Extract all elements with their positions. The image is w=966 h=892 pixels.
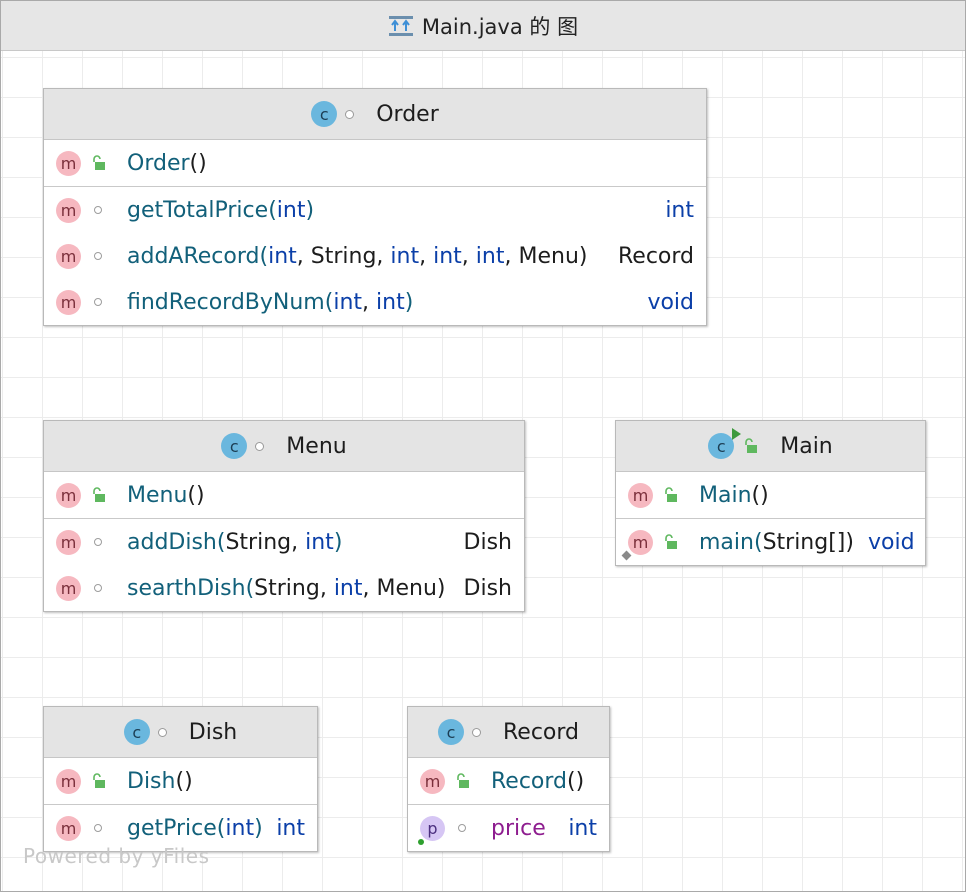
public-lock-icon [742, 438, 758, 454]
return-type: int [276, 815, 305, 841]
public-lock-icon [657, 487, 683, 503]
method-icon: m [56, 243, 81, 269]
class-name: Order [376, 101, 439, 127]
divider [44, 186, 706, 187]
divider [616, 518, 925, 519]
class-node-header[interactable]: c Dish [44, 707, 317, 758]
watermark: Powered by yFiles [23, 844, 210, 868]
public-lock-icon [657, 534, 683, 550]
runnable-class-icon: c [708, 428, 742, 459]
method-row[interactable]: m getPrice(int) int [44, 805, 317, 851]
method-icon: m [56, 197, 81, 223]
class-name: Dish [188, 719, 238, 745]
class-icon: c [437, 719, 464, 745]
method-icon: m [56, 482, 81, 508]
class-name: Record [502, 719, 579, 745]
method-icon: m [56, 815, 81, 841]
return-type: int [665, 197, 694, 223]
constructor-row[interactable]: m Dish() [44, 758, 317, 804]
divider [44, 518, 524, 519]
constructor-row[interactable]: m Record() [408, 758, 609, 804]
package-private-icon [345, 109, 355, 119]
class-node-main[interactable]: c Main m Main() m main(String[]) [615, 420, 926, 566]
class-node-record[interactable]: c Record m Record() p price int [407, 706, 610, 852]
return-type: void [867, 529, 915, 555]
field-marker-icon [418, 838, 424, 845]
class-name: Menu [286, 433, 347, 459]
return-type: Dish [463, 575, 512, 601]
field-row[interactable]: p price int [408, 805, 609, 851]
public-lock-icon [85, 773, 111, 789]
method-icon: m [56, 150, 81, 176]
method-icon: m [56, 768, 81, 794]
package-private-icon [85, 538, 111, 546]
class-name: Main [780, 433, 833, 459]
method-row[interactable]: m getTotalPrice(int) int [44, 187, 706, 233]
return-type: Dish [463, 529, 512, 555]
window-title: Main.java 的 图 [421, 14, 579, 39]
return-type: void [647, 289, 694, 315]
method-icon: m [56, 529, 81, 555]
class-node-header[interactable]: c Menu [44, 421, 524, 472]
class-node-dish[interactable]: c Dish m Dish() m getPrice(int) int [43, 706, 318, 852]
package-private-icon [85, 824, 111, 832]
method-icon: m [420, 768, 445, 794]
class-icon: c [221, 433, 248, 459]
method-row[interactable]: m main(String[]) void [616, 519, 925, 565]
constructor-row[interactable]: m Main() [616, 472, 925, 518]
package-private-icon [157, 727, 167, 737]
public-lock-icon [449, 773, 475, 789]
constructor-row[interactable]: m Menu() [44, 472, 524, 518]
method-row[interactable]: m searthDish(String, int, Menu) Dish [44, 565, 524, 611]
method-icon: m [56, 289, 81, 315]
method-row[interactable]: m addDish(String, int) Dish [44, 519, 524, 565]
class-node-header[interactable]: c Record [408, 707, 609, 758]
method-icon: m [628, 482, 653, 508]
method-row[interactable]: m addARecord(int, String, int, int, int,… [44, 233, 706, 279]
static-marker-icon [621, 550, 632, 560]
field-type: int [568, 815, 597, 841]
class-node-header[interactable]: c Order [44, 89, 706, 140]
class-node-menu[interactable]: c Menu m Menu() m addDish(String, int) D… [43, 420, 525, 612]
static-method-icon: m [621, 529, 653, 560]
package-private-icon [85, 252, 111, 260]
method-icon: m [56, 575, 81, 601]
package-private-icon [471, 727, 481, 737]
class-icon: c [123, 719, 150, 745]
return-type: Record [617, 243, 694, 269]
public-lock-icon [85, 155, 111, 171]
class-node-order[interactable]: c Order m Order() m getTotalPrice(int) i… [43, 88, 707, 326]
class-node-header[interactable]: c Main [616, 421, 925, 472]
run-icon [732, 428, 742, 440]
package-private-icon [85, 584, 111, 592]
constructor-row[interactable]: m Order() [44, 140, 706, 186]
divider [44, 804, 317, 805]
field-icon: p [418, 815, 445, 845]
class-diagram-icon [388, 15, 414, 37]
package-private-icon [85, 206, 111, 214]
class-icon: c [311, 101, 338, 127]
public-lock-icon [85, 487, 111, 503]
title-bar: Main.java 的 图 [1, 1, 965, 51]
package-private-icon [255, 441, 265, 451]
divider [408, 804, 609, 805]
package-private-icon [449, 824, 475, 832]
package-private-icon [85, 298, 111, 306]
method-row[interactable]: m findRecordByNum(int, int) void [44, 279, 706, 325]
